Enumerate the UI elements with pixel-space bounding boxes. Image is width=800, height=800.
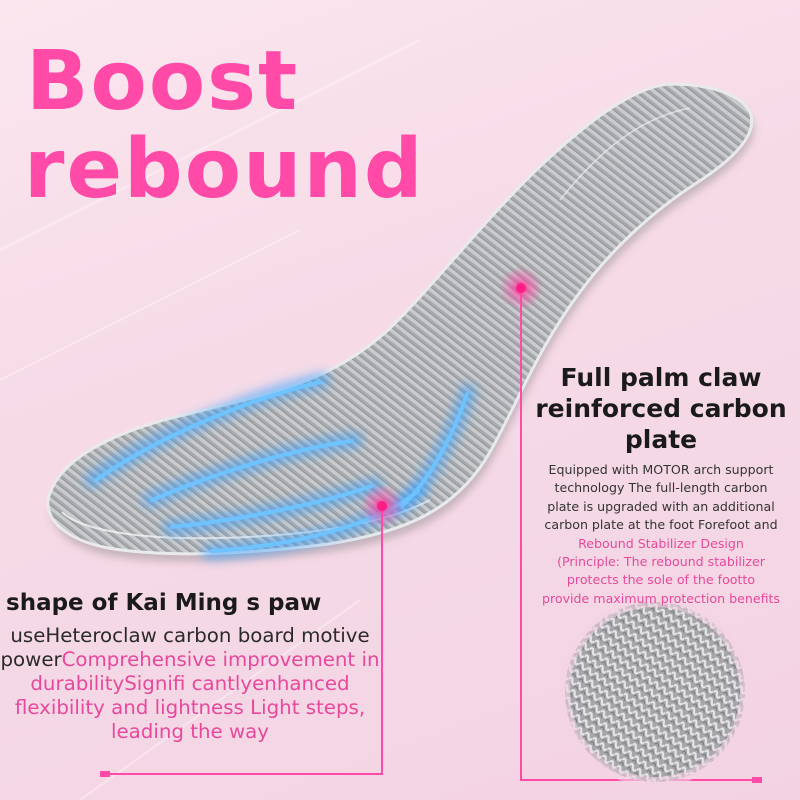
right-callout-description: Equipped with MOTOR arch support technol… (522, 461, 800, 608)
left-desc-dark: useHeteroclaw carbon board motive power (0, 624, 370, 671)
right-desc-line: carbon plate at the foot Forefoot and (544, 517, 778, 533)
right-desc-line: protects the sole of the footto (566, 572, 756, 588)
right-desc-line: provide maximum protection benefits (542, 590, 780, 606)
right-callout: Full palm claw reinforced carbon plate E… (522, 362, 800, 608)
carbon-plate (46, 82, 754, 556)
headline: Boost rebound (24, 34, 425, 217)
left-callout-line (108, 508, 383, 775)
left-callout-title: shape of Kai Ming s paw (6, 590, 322, 616)
plate-highlight (559, 107, 691, 201)
left-callout: shape of Kai Ming s paw useHeteroclaw ca… (0, 586, 380, 744)
headline-line-1: Boost (26, 34, 300, 129)
texture-closeup-fade (560, 597, 750, 787)
claw-glow-lines (84, 372, 476, 560)
right-callout-title: Full palm claw reinforced carbon plate (535, 363, 787, 454)
background-streaks (0, 39, 421, 800)
left-desc-pink: Comprehensive improvement in durabilityS… (14, 648, 380, 743)
right-desc-line: (Principle: The rebound stabilizer (557, 554, 765, 570)
left-glow-dot (377, 501, 387, 511)
right-desc-line: plate is upgraded with an additional (547, 498, 775, 514)
left-callout-description: useHeteroclaw carbon board motive powerC… (0, 624, 380, 744)
texture-closeup-circle (565, 602, 745, 782)
headline-line-2: rebound (24, 122, 425, 217)
callout-end-marks (100, 771, 762, 783)
right-desc-line: Equipped with MOTOR arch support (548, 462, 774, 477)
right-desc-line: technology The full-length carbon (554, 480, 768, 496)
right-desc-line: Rebound Stabilizer Design (578, 535, 744, 551)
right-glow-dot (516, 283, 526, 293)
